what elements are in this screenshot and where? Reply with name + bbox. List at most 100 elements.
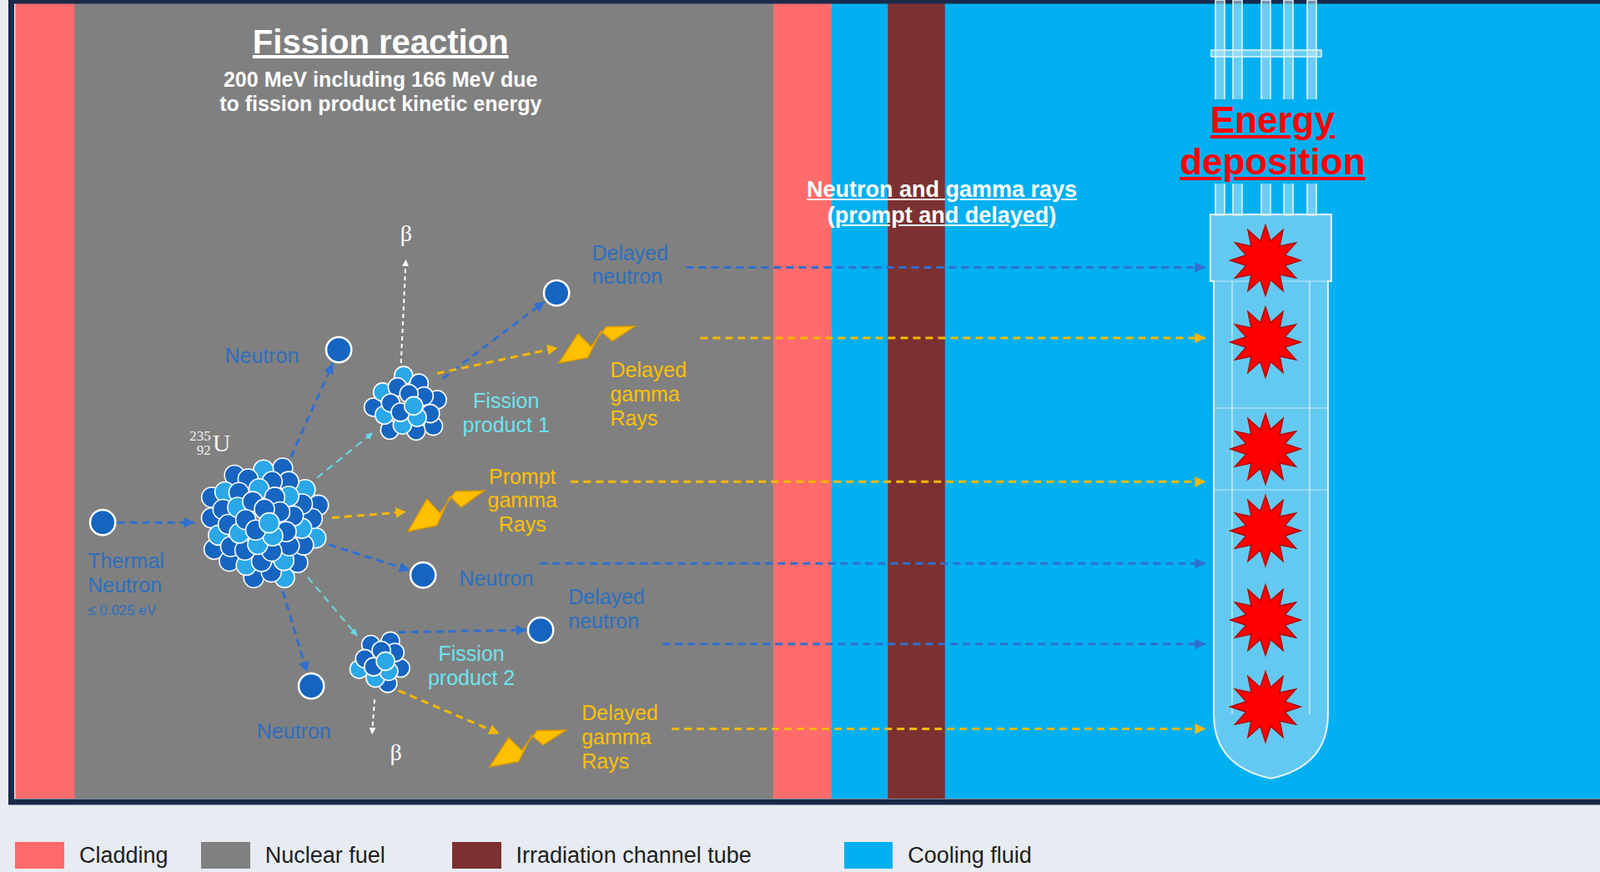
- frame: [11, 0, 1600, 802]
- particle-label: Delayed neutron: [568, 584, 656, 634]
- delayed-neutron-shape: [526, 615, 555, 645]
- particle-label: Thermal Neutron: [87, 548, 192, 598]
- probe-inner-tube: [1308, 281, 1311, 715]
- particle-path: [398, 690, 500, 735]
- heading: Energy deposition: [1155, 99, 1389, 184]
- legend-item: Cladding: [15, 840, 168, 870]
- particle-dot: [298, 673, 324, 699]
- particle-label: Neutron: [256, 719, 332, 744]
- particle-path: [328, 544, 410, 571]
- neutron-shape: [324, 335, 353, 364]
- probe-joint: [1213, 488, 1329, 491]
- legend-text: Nuclear fuel: [265, 842, 386, 869]
- particle-path: [685, 266, 1206, 269]
- particle-dot: [326, 337, 352, 363]
- delayed-neutron: Delayed neutron: [526, 615, 555, 645]
- nucleon: [259, 512, 280, 533]
- neutron-shape: [296, 671, 326, 700]
- lightning-symbol: [489, 729, 566, 767]
- energy-value: ≤ 0.025 eV: [87, 602, 192, 619]
- particle-dot: [528, 617, 554, 643]
- particle-label: Delayed neutron: [591, 241, 680, 290]
- delayed-neutron: Delayed neutron: [542, 278, 571, 307]
- heading: Fission reaction: [211, 22, 550, 61]
- particle-path: [316, 432, 373, 478]
- fission-product: Fission product 1: [362, 362, 453, 449]
- thermal-neutron: Thermal Neutron≤ 0.025 eV: [88, 508, 117, 537]
- particle-path: [437, 347, 559, 374]
- energy-burst: [1230, 584, 1301, 655]
- particle-path: [117, 521, 195, 524]
- particle-path: [570, 480, 1206, 484]
- probe-joint: [1213, 407, 1329, 409]
- legend-item: Irradiation channel tube: [452, 840, 752, 870]
- uranium-nucleus: 23592U: [194, 451, 333, 594]
- mass-number: 235: [189, 428, 212, 443]
- nucleon: [377, 652, 396, 671]
- legend-text: Irradiation channel tube: [516, 842, 752, 869]
- radiation-heading: Neutron and gamma rays (prompt and delay…: [791, 176, 1092, 229]
- particle-path: [662, 642, 1206, 645]
- legend-swatch: [844, 841, 894, 869]
- beta-arrow: [372, 699, 375, 735]
- particle-label: Neutron: [224, 343, 299, 368]
- energy-note: 200 MeV including 166 MeV due to fission…: [211, 67, 550, 116]
- neutron: Neutron: [296, 671, 326, 700]
- beta-arrow: [401, 259, 407, 363]
- legend-item: Cooling fluid: [844, 840, 1032, 870]
- particle-label: Fission product 2: [419, 641, 524, 690]
- particle-label: Fission product 1: [453, 388, 559, 438]
- particle-path: [307, 577, 358, 636]
- energy-burst: [1230, 495, 1301, 566]
- legend-text: Cladding: [79, 842, 169, 869]
- neutron: Neutron: [324, 335, 353, 364]
- material-band: [15, 3, 75, 799]
- particle-dot: [90, 509, 116, 535]
- legend-text: Cooling fluid: [907, 842, 1032, 869]
- lightning-symbol: [407, 490, 484, 532]
- particle-path: [291, 362, 333, 458]
- energy-burst: [1230, 225, 1301, 296]
- material-band: [831, 3, 889, 799]
- particle-path: [332, 511, 407, 518]
- element-symbol: U: [212, 430, 232, 456]
- thermal-neutron-shape: [88, 508, 117, 537]
- particle-label: Neutron: [458, 566, 534, 591]
- particle-dot: [410, 562, 436, 588]
- energy-burst: [1230, 306, 1301, 378]
- gamma-ray: Delayed gamma Rays: [488, 727, 568, 769]
- legend-swatch: [15, 841, 65, 869]
- gamma-ray: Delayed gamma Rays: [557, 323, 637, 365]
- lightning-symbol: [558, 326, 635, 363]
- particle-path: [398, 629, 528, 633]
- energy-burst: [1230, 671, 1301, 742]
- material-band: [887, 3, 946, 799]
- neutron: Neutron: [408, 560, 438, 589]
- particle-path: [539, 562, 1206, 565]
- particle-label: Delayed gamma Rays: [609, 357, 694, 430]
- fission-product: Fission product 2: [344, 627, 417, 695]
- irradiation-probe: Energy deposition: [1207, 214, 1335, 781]
- atomic-number: 92: [189, 442, 212, 458]
- fuel-region: Fission reaction 200 MeV including 166 Me…: [74, 1, 774, 798]
- material-band: [773, 3, 832, 799]
- particle-dot: [543, 280, 569, 306]
- beta-label: β: [389, 739, 402, 766]
- legend-swatch: [201, 841, 251, 869]
- gamma-ray-shape: [406, 488, 486, 534]
- particle-path: [442, 301, 544, 378]
- energy-burst: [1230, 413, 1301, 484]
- fission-product-shape: [344, 627, 417, 695]
- particle-label: Delayed gamma Rays: [581, 700, 665, 773]
- particle-path: [671, 727, 1206, 730]
- beta-label: β: [400, 220, 413, 247]
- delayed-neutron-shape: [542, 278, 571, 307]
- probe-body: [1210, 214, 1332, 779]
- uranium-nucleus-shape: [194, 451, 333, 594]
- probe-inner-tube: [1231, 281, 1233, 715]
- legend-swatch: [452, 841, 502, 869]
- material-band: [74, 3, 774, 799]
- nucleon: [404, 397, 423, 416]
- legend-item: Nuclear fuel: [201, 840, 386, 870]
- particle-label: Prompt gamma Rays: [480, 464, 564, 537]
